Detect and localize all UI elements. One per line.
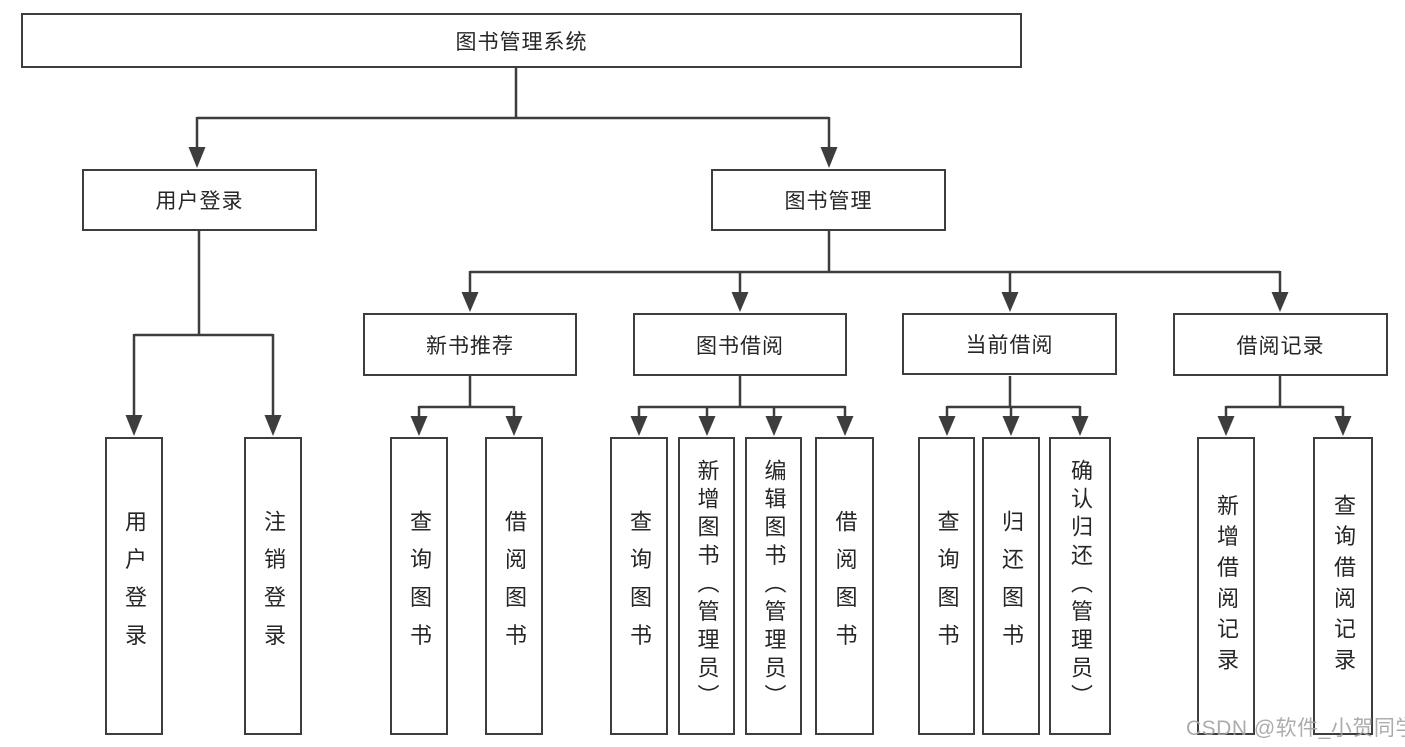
node-book-management: 图书管理 (711, 169, 946, 231)
leaf-borrow-books-label: 借阅图书 (832, 510, 858, 662)
leaf-query-books-recommend-label: 查询图书 (407, 510, 432, 662)
node-user-login-label: 用户登录 (155, 190, 244, 213)
node-root-label: 图书管理系统 (455, 30, 588, 54)
leaf-query-books-borrow: 查询图书 (610, 437, 668, 735)
leaf-query-books-current: 查询图书 (918, 437, 975, 735)
node-book-borrow: 图书借阅 (633, 313, 847, 376)
node-book-borrow-label: 图书借阅 (696, 334, 784, 358)
leaf-logout-label: 注销登录 (261, 510, 286, 662)
node-user-login: 用户登录 (82, 169, 317, 231)
leaf-add-borrow-record: 新增借阅记录 (1197, 437, 1255, 735)
node-current-borrow: 当前借阅 (902, 313, 1117, 375)
leaf-confirm-return-admin-label: 确认归还（管理员） (1068, 459, 1093, 713)
leaf-add-books-admin: 新增图书（管理员） (678, 437, 735, 735)
leaf-add-books-admin-label: 新增图书（管理员） (694, 459, 720, 713)
leaf-add-borrow-record-label: 新增借阅记录 (1214, 493, 1239, 679)
leaf-query-books-recommend: 查询图书 (390, 437, 448, 735)
leaf-query-borrow-record-label: 查询借阅记录 (1331, 493, 1356, 679)
arrowhead-icons (125, 147, 1352, 436)
node-current-borrow-label: 当前借阅 (965, 334, 1054, 357)
leaf-return-books-label: 归还图书 (999, 510, 1024, 662)
leaf-user-login: 用户登录 (105, 437, 163, 735)
leaf-borrow-books: 借阅图书 (815, 437, 874, 735)
leaf-return-books: 归还图书 (982, 437, 1040, 735)
csdn-watermark: CSDN @软件_小贺同学 (1186, 717, 1405, 740)
leaf-query-books-borrow-label: 查询图书 (627, 510, 652, 662)
node-root-library-system: 图书管理系统 (21, 13, 1022, 68)
node-borrow-record-label: 借阅记录 (1236, 334, 1325, 358)
node-borrow-record: 借阅记录 (1173, 313, 1388, 376)
leaf-user-login-label: 用户登录 (122, 510, 147, 662)
leaf-borrow-books-recommend-label: 借阅图书 (502, 510, 527, 662)
leaf-query-borrow-record: 查询借阅记录 (1313, 437, 1373, 735)
leaf-confirm-return-admin: 确认归还（管理员） (1049, 437, 1111, 735)
leaf-query-books-current-label: 查询图书 (934, 510, 960, 662)
leaf-logout: 注销登录 (244, 437, 302, 735)
leaf-edit-books-admin: 编辑图书（管理员） (745, 437, 802, 735)
node-new-book-recommend: 新书推荐 (363, 313, 577, 376)
node-book-management-label: 图书管理 (784, 190, 873, 213)
node-new-book-recommend-label: 新书推荐 (426, 334, 514, 358)
leaf-edit-books-admin-label: 编辑图书（管理员） (761, 459, 787, 713)
leaf-borrow-books-recommend: 借阅图书 (485, 437, 543, 735)
